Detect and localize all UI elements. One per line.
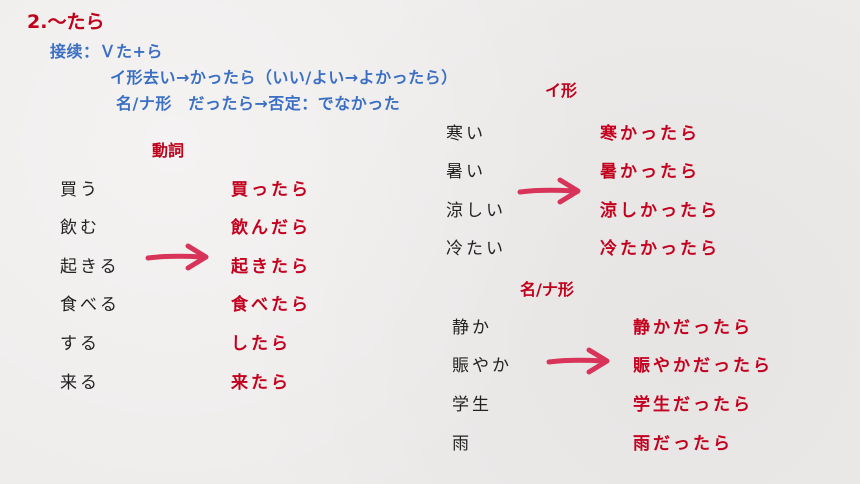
na-adjective-base-3: 学生 <box>452 395 492 415</box>
verb-tara-6: 来たら <box>231 373 291 393</box>
verb-base-4: 食べる <box>60 295 120 315</box>
verb-tara-3: 起きたら <box>231 257 311 277</box>
verb-base-6: 来る <box>60 373 100 393</box>
rule-connection: 接续：Ｖた+ら <box>50 42 163 61</box>
arrow-right-icon <box>546 347 610 375</box>
verb-heading: 動詞 <box>152 141 185 160</box>
na-adjective-tara-1: 静かだったら <box>633 318 753 338</box>
slide-title: 2.～たら <box>27 11 105 33</box>
verb-tara-4: 食べたら <box>231 295 311 315</box>
i-adjective-tara-3: 涼しかったら <box>600 201 720 221</box>
na-adjective-base-2: 賑やか <box>452 356 512 376</box>
na-adjective-heading: 名/ナ形 <box>520 280 574 299</box>
i-adjective-tara-4: 冷たかったら <box>600 239 720 259</box>
verb-tara-2: 飲んだら <box>231 218 311 238</box>
verb-base-1: 買う <box>60 180 100 200</box>
verb-tara-1: 買ったら <box>231 180 311 200</box>
na-adjective-base-1: 静か <box>452 318 492 338</box>
i-adjective-base-1: 寒い <box>446 124 486 144</box>
arrow-right-icon <box>145 243 209 271</box>
verb-base-3: 起きる <box>60 257 120 277</box>
arrow-right-icon <box>517 177 581 205</box>
i-adjective-base-3: 涼しい <box>446 201 506 221</box>
i-adjective-tara-1: 寒かったら <box>600 124 700 144</box>
na-adjective-tara-3: 学生だったら <box>633 395 753 415</box>
i-adjective-base-4: 冷たい <box>446 239 506 259</box>
rule-noun-na-adjective: 名/ナ形 だったら→否定：でなかった <box>116 94 401 113</box>
i-adjective-heading: イ形 <box>545 81 578 100</box>
verb-tara-5: したら <box>231 334 291 354</box>
i-adjective-tara-2: 暑かったら <box>600 162 700 182</box>
na-adjective-tara-4: 雨だったら <box>633 434 733 454</box>
verb-base-5: する <box>60 334 100 354</box>
na-adjective-base-4: 雨 <box>452 434 472 454</box>
i-adjective-base-2: 暑い <box>446 162 486 182</box>
verb-base-2: 飲む <box>60 218 100 238</box>
rule-i-adjective: イ形去い→かったら（いい/よい→よかったら） <box>110 68 458 87</box>
na-adjective-tara-2: 賑やかだったら <box>633 356 773 376</box>
